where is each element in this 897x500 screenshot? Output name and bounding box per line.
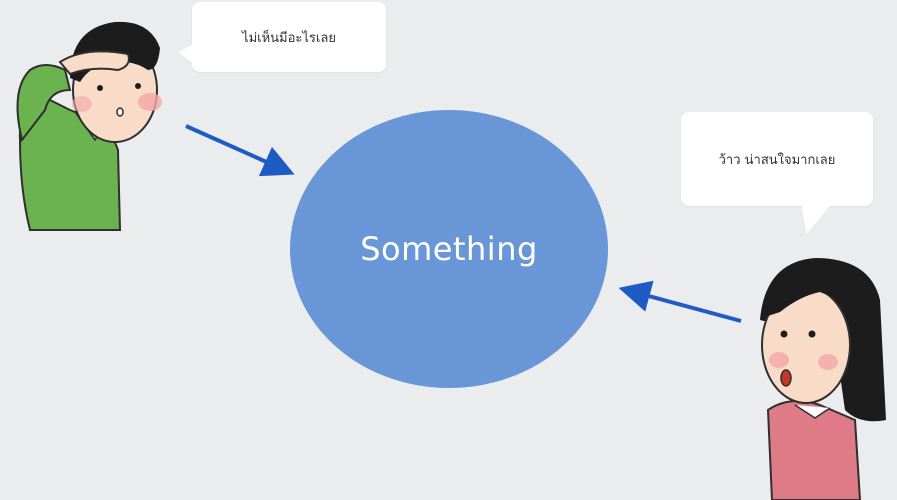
arrow-left [186, 126, 280, 168]
arrow-right [634, 292, 741, 321]
woman-surprised-illustration [760, 258, 886, 500]
man-looking-illustration [18, 22, 163, 230]
